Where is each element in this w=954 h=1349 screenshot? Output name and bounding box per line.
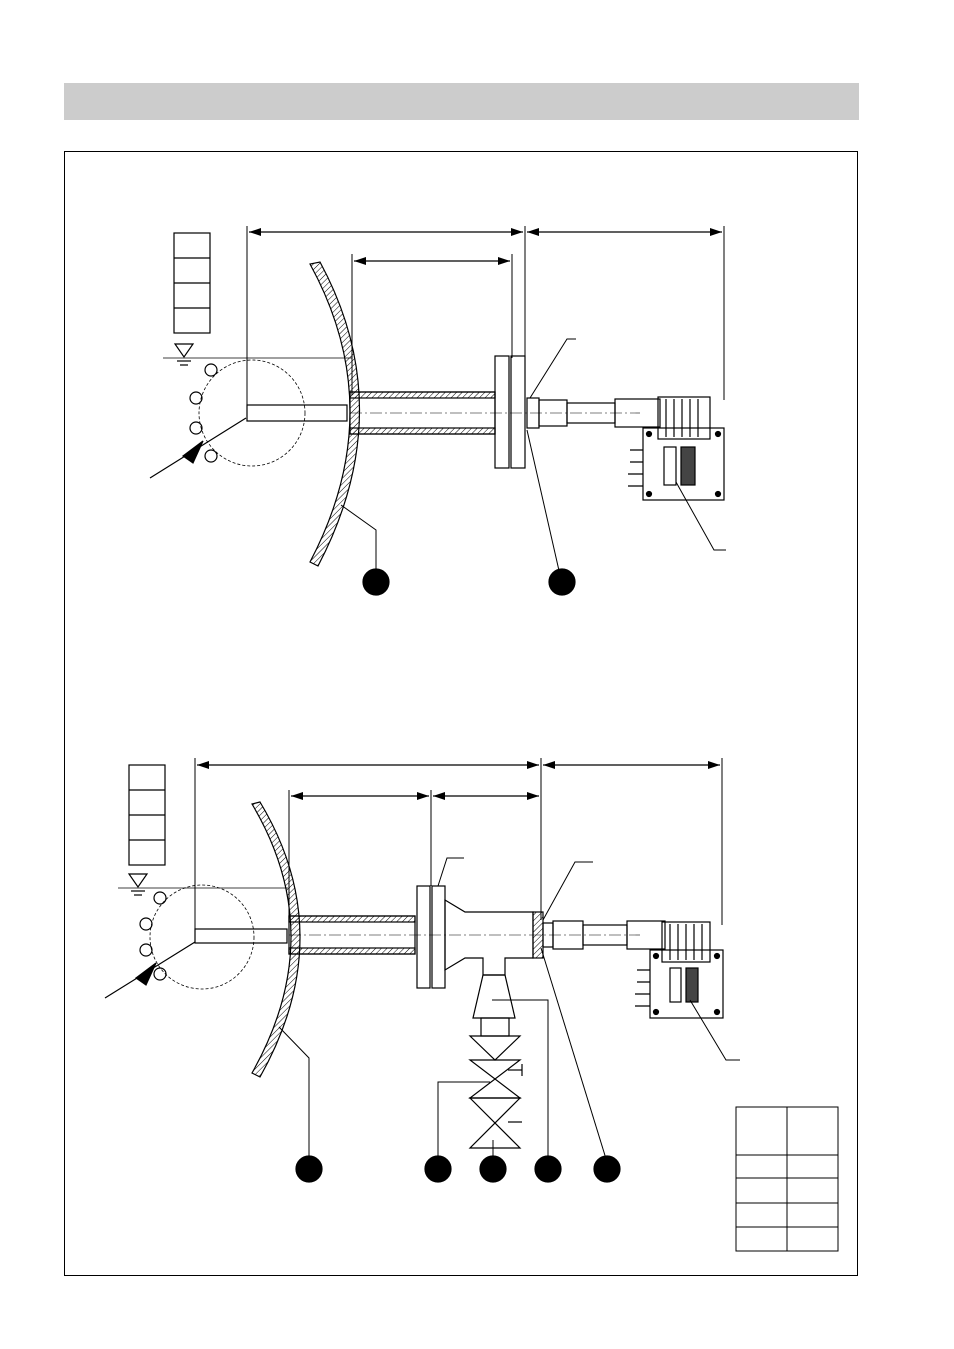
callout-1-top	[362, 568, 390, 596]
level-table-bottom	[128, 764, 166, 866]
leader-seal-top	[526, 429, 561, 576]
probe-rod-top	[246, 404, 348, 422]
electronics-housing-bottom	[635, 921, 724, 1019]
callout-3-bottom	[479, 1155, 507, 1183]
reducer-bottom	[472, 974, 516, 1019]
valve-bottom	[468, 1059, 523, 1149]
vessel-wall-bottom	[251, 801, 301, 1078]
tee-body-bottom	[444, 898, 534, 976]
header-bar	[64, 83, 859, 120]
bubbles-top	[189, 359, 306, 467]
probe-rod-bottom	[194, 928, 288, 944]
flange-left-bottom	[416, 885, 431, 989]
leader-seal-bottom	[540, 947, 608, 1163]
callout-4-bottom	[534, 1155, 562, 1183]
bubbles-bottom	[139, 884, 255, 990]
leader-valve-bottom	[437, 1081, 490, 1162]
leader-wall-bottom	[278, 1026, 310, 1162]
electronics-housing-top	[628, 396, 725, 501]
leader-fitting-bottom	[542, 861, 593, 921]
callout-2-bottom	[424, 1155, 452, 1183]
liquid-level-symbol-top	[163, 343, 352, 366]
leader-housing-top	[675, 481, 726, 551]
level-table-top	[173, 232, 211, 334]
drawing-frame	[64, 151, 858, 1276]
leader-reducer-bottom	[492, 999, 549, 1162]
liquid-level-symbol-bottom	[118, 873, 288, 896]
flange-right-top	[510, 355, 526, 469]
vessel-wall-top	[309, 261, 361, 567]
callout-1-bottom	[295, 1155, 323, 1183]
figure-bottom	[104, 758, 839, 1252]
callout-5-bottom	[593, 1155, 621, 1183]
figure-top	[149, 226, 726, 596]
legend-table-bottom	[735, 1106, 839, 1252]
leader-flange-bottom	[437, 857, 464, 887]
flow-arrow-top	[149, 417, 247, 479]
leader-wall-top	[340, 504, 377, 575]
callout-2-top	[548, 568, 576, 596]
dimension-lines-top	[246, 226, 725, 410]
flow-arrow-bottom	[104, 941, 196, 999]
leader-fitting-top	[529, 338, 576, 399]
flange-right-bottom	[431, 885, 446, 989]
leader-housing-bottom	[689, 999, 740, 1061]
flange-left-top	[494, 355, 510, 469]
